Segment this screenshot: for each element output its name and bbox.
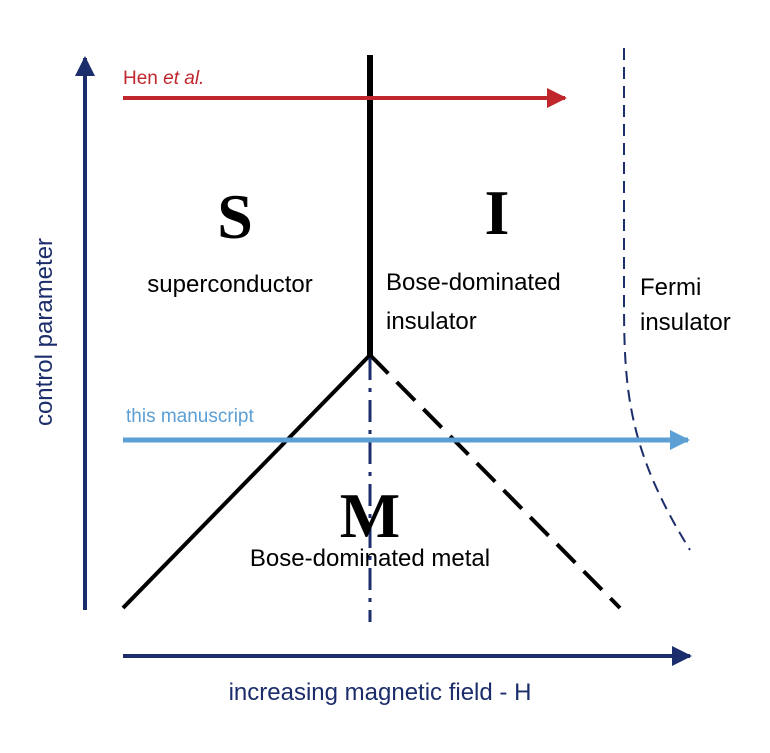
s-m-boundary-line: [121, 353, 372, 610]
phase-s-name: superconductor: [147, 271, 312, 298]
phase-i-symbol: I: [485, 177, 510, 248]
phase-m-symbol: M: [340, 480, 400, 551]
phase-s-symbol: S: [217, 181, 253, 252]
phase-i-name-line2: insulator: [386, 308, 477, 335]
this-manuscript-label: this manuscript: [126, 406, 254, 427]
fermi-insulator-line1: Fermi: [640, 274, 701, 301]
phase-i-name-line1: Bose-dominated: [386, 269, 561, 296]
y-axis-label: control parameter: [31, 238, 58, 426]
fermi-insulator-boundary-dashed-curve: [623, 48, 691, 551]
fermi-insulator-line2: insulator: [640, 309, 731, 336]
hen-et-al: et al.: [163, 68, 204, 89]
phase-m-name: Bose-dominated metal: [250, 545, 490, 572]
x-axis-label: increasing magnetic field - H: [229, 679, 532, 706]
hen-et-al-label: Hen et al.: [123, 68, 204, 89]
m-i-boundary-dashed-line: [368, 353, 622, 610]
hen-name: Hen: [123, 68, 163, 89]
